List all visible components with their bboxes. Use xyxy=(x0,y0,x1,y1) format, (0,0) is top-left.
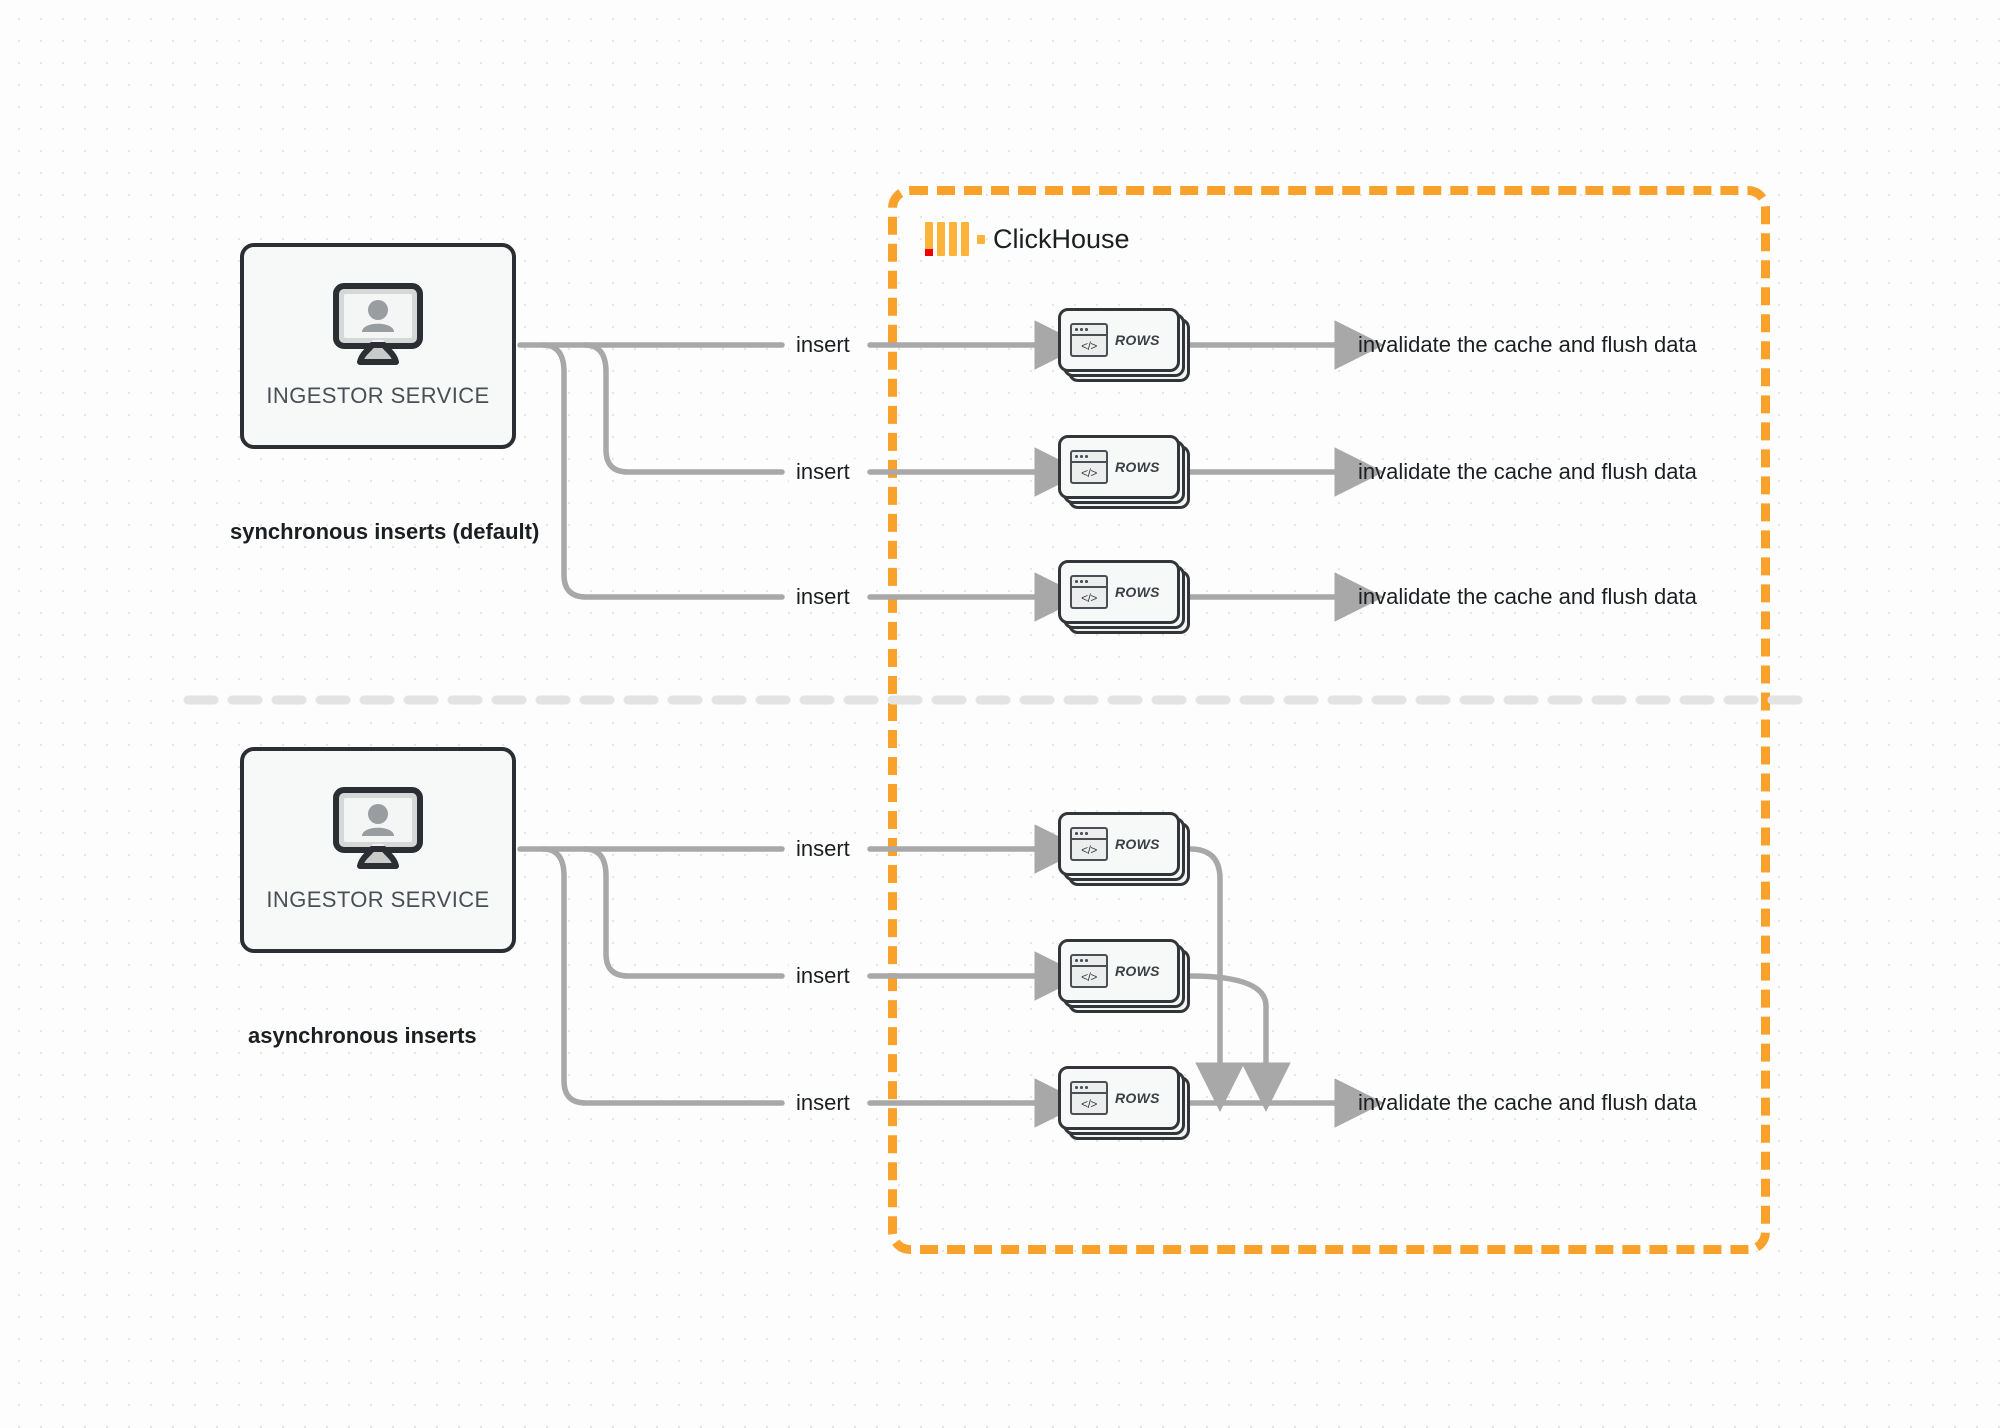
monitor-user-icon xyxy=(332,283,424,367)
async-ingestor-service-node[interactable]: INGESTOR SERVICE xyxy=(240,747,516,953)
sync-rows-label-1: ROWS xyxy=(1115,332,1160,348)
sync-sink-label-1: invalidate the cache and flush data xyxy=(1358,332,1697,357)
clickhouse-logo-icon xyxy=(925,222,985,256)
sync-insert-label-3: insert xyxy=(789,584,857,610)
edge-async-branch-3 xyxy=(540,846,785,1106)
card-front: </> ROWS xyxy=(1058,939,1180,1003)
sync-sink-label-3: invalidate the cache and flush data xyxy=(1358,584,1697,609)
code-window-icon: </> xyxy=(1070,1081,1108,1115)
code-window-icon: </> xyxy=(1070,450,1108,484)
async-insert-label-2: insert xyxy=(789,963,857,989)
sync-rows-card-1[interactable]: </> ROWS xyxy=(1058,308,1190,382)
async-sink-label: invalidate the cache and flush data xyxy=(1358,1090,1697,1115)
sync-rows-card-3[interactable]: </> ROWS xyxy=(1058,560,1190,634)
card-front: </> ROWS xyxy=(1058,435,1180,499)
card-front: </> ROWS xyxy=(1058,812,1180,876)
async-rows-label-1: ROWS xyxy=(1115,836,1160,852)
edge-async-merge-1 xyxy=(1187,846,1245,1112)
sync-rows-card-2[interactable]: </> ROWS xyxy=(1058,435,1190,509)
async-rows-card-1[interactable]: </> ROWS xyxy=(1058,812,1190,886)
edge-sync-branch-2 xyxy=(582,342,785,475)
async-ingestor-service-label: INGESTOR SERVICE xyxy=(266,887,490,912)
sync-sink-label-2: invalidate the cache and flush data xyxy=(1358,459,1697,484)
sync-insert-label-1: insert xyxy=(789,332,857,358)
card-front: </> ROWS xyxy=(1058,1066,1180,1130)
edge-async-merge-2 xyxy=(1187,973,1291,1112)
card-front: </> ROWS xyxy=(1058,560,1180,624)
code-window-icon: </> xyxy=(1070,954,1108,988)
clickhouse-boundary xyxy=(888,186,1770,1254)
sync-section-caption: synchronous inserts (default) xyxy=(230,519,540,544)
sync-ingestor-service-label: INGESTOR SERVICE xyxy=(266,383,490,408)
async-rows-card-2[interactable]: </> ROWS xyxy=(1058,939,1190,1013)
monitor-user-icon xyxy=(332,787,424,871)
clickhouse-logo: ClickHouse xyxy=(925,222,1130,256)
sync-ingestor-service-node[interactable]: INGESTOR SERVICE xyxy=(240,243,516,449)
async-insert-label-3: insert xyxy=(789,1090,857,1116)
sync-rows-label-3: ROWS xyxy=(1115,584,1160,600)
async-rows-card-3[interactable]: </> ROWS xyxy=(1058,1066,1190,1140)
clickhouse-logo-label: ClickHouse xyxy=(993,223,1130,254)
code-window-icon: </> xyxy=(1070,323,1108,357)
async-section-caption: asynchronous inserts xyxy=(248,1023,477,1048)
sync-rows-label-2: ROWS xyxy=(1115,459,1160,475)
edge-async-branch-2 xyxy=(582,846,785,979)
code-window-icon: </> xyxy=(1070,827,1108,861)
code-window-icon: </> xyxy=(1070,575,1108,609)
edge-sync-branch-3 xyxy=(540,342,785,600)
async-rows-label-2: ROWS xyxy=(1115,963,1160,979)
sync-insert-label-2: insert xyxy=(789,459,857,485)
async-rows-label-3: ROWS xyxy=(1115,1090,1160,1106)
async-insert-label-1: insert xyxy=(789,836,857,862)
card-front: </> ROWS xyxy=(1058,308,1180,372)
